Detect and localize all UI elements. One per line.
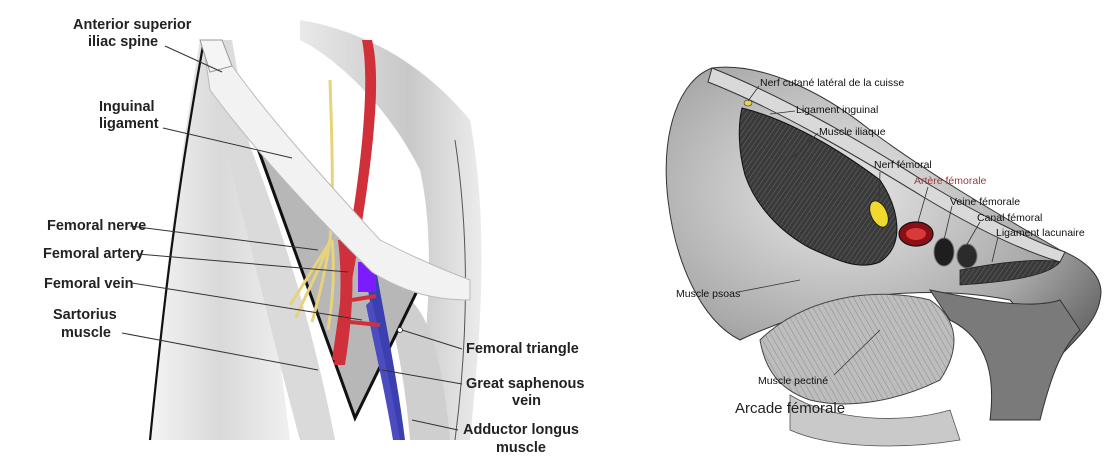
label-adductor-line2: muscle xyxy=(496,440,546,456)
label-inguinal-lig: Ligament inguinal xyxy=(796,104,878,116)
label-adductor-line1: Adductor longus xyxy=(463,422,579,438)
femoral-artery-lumen xyxy=(906,228,926,240)
label-iliac-muscle: Muscle iliaque xyxy=(819,126,886,138)
label-gsv-line2: vein xyxy=(512,393,541,409)
figure-caption: Arcade fémorale xyxy=(735,400,845,417)
label-psoas: Muscle psoas xyxy=(676,288,740,300)
label-sartorius-line1: Sartorius xyxy=(53,307,117,323)
label-asis-line2: iliac spine xyxy=(88,34,158,50)
label-asis-line1: Anterior superior xyxy=(73,17,192,33)
label-inguinal-line2: ligament xyxy=(99,116,159,132)
label-inguinal-line1: Inguinal xyxy=(99,99,155,115)
label-femoral-artery: Artère fémorale xyxy=(914,175,987,187)
label-lat-cut-nerve: Nerf cutané latéral de la cuisse xyxy=(760,77,904,89)
label-sartorius-line2: muscle xyxy=(61,325,111,341)
femoral-canal-oval xyxy=(957,244,977,268)
label-femoral-nerve: Nerf fémoral xyxy=(874,159,932,171)
label-femoral-artery: Femoral artery xyxy=(43,246,144,262)
label-femoral-vein: Femoral vein xyxy=(44,276,133,292)
label-pectineus: Muscle pectiné xyxy=(758,375,828,387)
left-thigh-illustration: Anterior superior iliac spine Inguinal l… xyxy=(43,17,584,456)
label-femoral-canal: Canal fémoral xyxy=(977,212,1042,224)
right-pelvis-engraving: Nerf cutané latéral de la cuisse Ligamen… xyxy=(666,67,1101,446)
label-femoral-triangle: Femoral triangle xyxy=(466,341,579,357)
femoral-triangle-marker xyxy=(398,328,403,333)
pubic-bone-shape xyxy=(930,290,1080,420)
label-femoral-vein: Veine fémorale xyxy=(950,196,1020,208)
label-gsv-line1: Great saphenous xyxy=(466,376,584,392)
label-femoral-nerve: Femoral nerve xyxy=(47,218,146,234)
femoral-vein-oval xyxy=(934,238,954,266)
label-lacunar-lig: Ligament lacunaire xyxy=(996,227,1085,239)
